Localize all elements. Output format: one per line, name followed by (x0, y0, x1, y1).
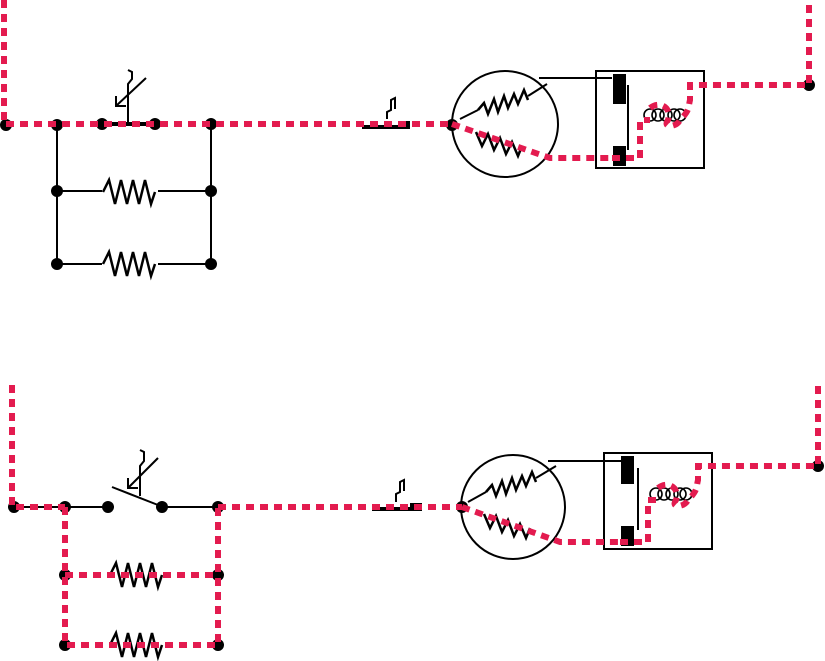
top-heater-resistor-1 (103, 180, 155, 204)
top-heater-resistor-2 (103, 252, 155, 276)
bottom-thermostat-symbol (128, 450, 158, 496)
bottom-panel (8, 385, 824, 657)
top-thermostat-symbol (116, 70, 146, 124)
bottom-compressor-motor (461, 455, 565, 559)
top-panel (0, 0, 815, 276)
bottom-highlight-path (12, 385, 818, 645)
top-highlight-path (4, 0, 809, 158)
top-nodes (0, 79, 815, 270)
top-compressor-motor (452, 71, 558, 177)
